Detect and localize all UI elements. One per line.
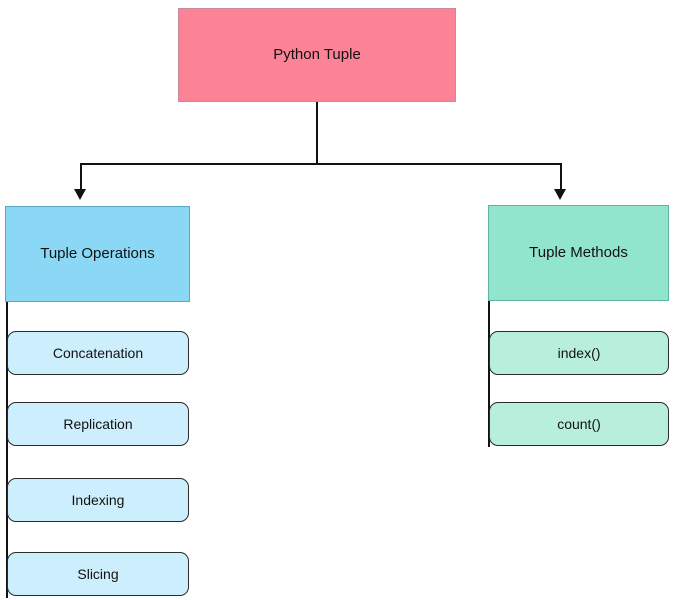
node-indexing-label: Indexing [71,491,125,508]
node-slicing[interactable]: Slicing [7,552,189,596]
node-python-tuple-label: Python Tuple [273,46,361,63]
edge-drop-operations [80,163,82,191]
node-python-tuple[interactable]: Python Tuple [178,8,456,102]
node-tuple-operations[interactable]: Tuple Operations [5,206,190,302]
node-indexing[interactable]: Indexing [7,478,189,522]
node-index-method[interactable]: index() [489,331,669,375]
node-count-method[interactable]: count() [489,402,669,446]
edge-horizontal-splitter [80,163,561,165]
edge-spine-operations [6,302,8,598]
node-tuple-operations-label: Tuple Operations [40,245,155,262]
node-replication[interactable]: Replication [7,402,189,446]
arrow-head-methods [554,189,566,200]
node-slicing-label: Slicing [77,565,119,582]
node-tuple-methods-label: Tuple Methods [529,244,628,261]
node-index-method-label: index() [557,344,601,361]
edge-drop-methods [560,163,562,191]
node-count-method-label: count() [557,415,601,432]
arrow-head-operations [74,189,86,200]
edge-root-trunk [316,101,318,164]
node-concatenation-label: Concatenation [52,344,144,361]
edge-spine-methods [488,301,490,447]
node-tuple-methods[interactable]: Tuple Methods [488,205,669,301]
node-concatenation[interactable]: Concatenation [7,331,189,375]
node-replication-label: Replication [63,415,133,432]
